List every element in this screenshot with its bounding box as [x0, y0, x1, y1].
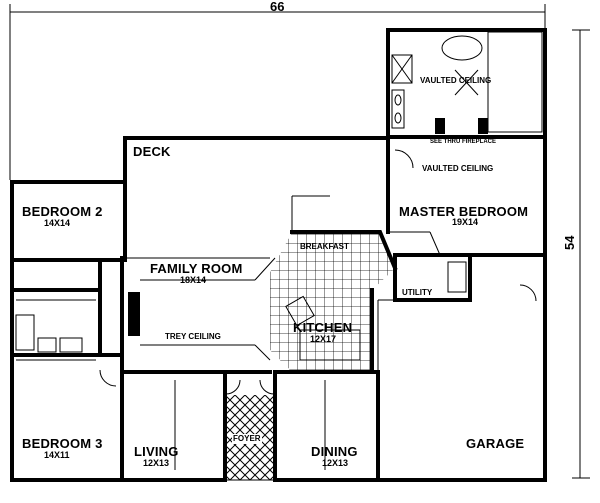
- house-walls: [10, 135, 547, 482]
- bedroom2-size: 14X14: [44, 218, 71, 228]
- deck-label: DECK: [133, 144, 171, 159]
- bedroom3-size: 14X11: [44, 450, 70, 460]
- dining-label: DINING: [311, 444, 358, 459]
- bedroom2-label: BEDROOM 2: [22, 204, 103, 219]
- living-label: LIVING: [134, 444, 179, 459]
- master-bath: [386, 28, 547, 139]
- width-dimension-line: [9, 4, 546, 180]
- master-vaulted-ceiling-label: VAULTED CEILING: [422, 164, 494, 173]
- kitchen-size: 12X17: [310, 334, 337, 344]
- breakfast-label: BREAKFAST: [300, 242, 349, 251]
- kitchen-tile-floor: [270, 232, 395, 372]
- bath-vaulted-ceiling-label: VAULTED CEILING: [420, 76, 492, 85]
- kitchen-label: KITCHEN: [293, 320, 353, 335]
- utility-label: UTILITY: [402, 288, 433, 297]
- bedroom3-label: BEDROOM 3: [22, 436, 103, 451]
- family-room-size: 18X14: [180, 275, 207, 285]
- family-room-label: FAMILY ROOM: [150, 261, 243, 276]
- depth-dimension-line: [572, 29, 590, 479]
- see-thru-fireplace-label: SEE THRU FIREPLACE: [430, 139, 497, 145]
- foyer-label: FOYER: [232, 434, 262, 444]
- living-size: 12X13: [143, 458, 170, 468]
- trey-ceiling-label: TREY CEILING: [165, 332, 221, 341]
- width-dimension-label: 66: [270, 0, 285, 14]
- depth-dimension-label: 54: [562, 235, 577, 250]
- master-bedroom-label: MASTER BEDROOM: [399, 204, 529, 219]
- garage-label: GARAGE: [466, 436, 525, 451]
- dining-size: 12X13: [322, 458, 349, 468]
- master-bedroom-size: 19X14: [452, 217, 479, 227]
